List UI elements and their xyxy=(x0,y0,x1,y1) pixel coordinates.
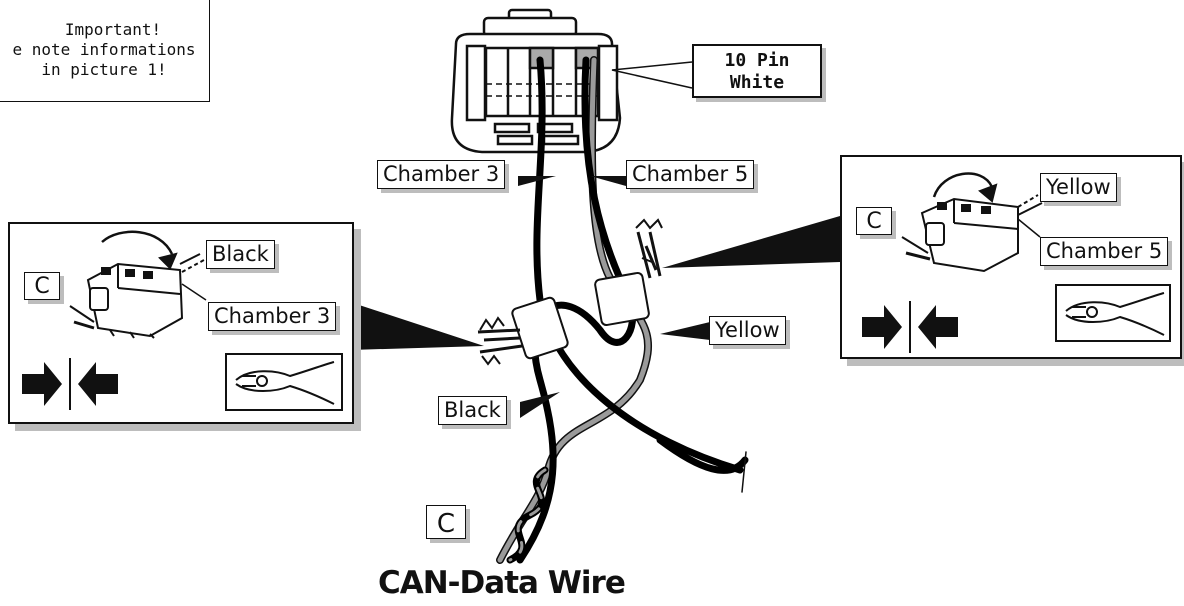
right-detail-panel: C Yellow Chamber 5 xyxy=(840,155,1182,359)
left-splice xyxy=(477,296,569,366)
right-panel-callout xyxy=(662,216,840,268)
yellow-wire-label: Yellow xyxy=(709,316,786,345)
chamber-3-pointer xyxy=(518,176,556,186)
left-panel-connector-letter: C xyxy=(24,272,60,300)
note-line-3: in picture 1! xyxy=(41,60,167,79)
note-line-1: Important! xyxy=(64,20,162,39)
right-panel-connector xyxy=(920,172,1019,273)
important-note: Important! e note informations in pictur… xyxy=(0,0,210,102)
left-panel-callout xyxy=(350,302,484,350)
right-panel-push-arrows xyxy=(862,301,958,353)
right-splice xyxy=(594,218,663,327)
left-panel-drawing xyxy=(22,230,343,411)
left-detail-panel: C Black Chamber 3 xyxy=(8,222,354,424)
left-panel-push-arrows xyxy=(22,358,118,410)
left-panel-wire-color: Black xyxy=(206,240,275,269)
right-panel-wire-color: Yellow xyxy=(1040,173,1117,202)
right-panel-drawing xyxy=(862,172,1171,353)
connector-label-line-1: 10 Pin xyxy=(724,50,790,71)
wires xyxy=(496,56,749,564)
can-data-wire-title: CAN-Data Wire xyxy=(378,565,626,601)
connector-label: 10 Pin White xyxy=(692,44,822,98)
right-panel-connector-letter: C xyxy=(856,207,892,235)
left-panel-pliers-icon xyxy=(225,353,343,411)
note-line-2: e note informations xyxy=(12,40,196,59)
left-panel-chamber: Chamber 3 xyxy=(208,302,337,331)
chamber-3-label: Chamber 3 xyxy=(377,160,506,189)
black-wire-label: Black xyxy=(438,396,507,425)
chamber-5-label: Chamber 5 xyxy=(626,160,755,189)
right-panel-pliers-icon xyxy=(1055,284,1171,342)
right-panel-chamber: Chamber 5 xyxy=(1040,237,1169,266)
connector-label-line-2: White xyxy=(729,72,785,93)
bottom-connector-letter: C xyxy=(426,505,466,539)
chamber-5-pointer xyxy=(590,176,626,186)
left-panel-connector xyxy=(86,230,184,339)
yellow-pointer xyxy=(660,322,710,340)
pin-label-pointer xyxy=(611,61,693,89)
black-pointer xyxy=(520,392,560,418)
